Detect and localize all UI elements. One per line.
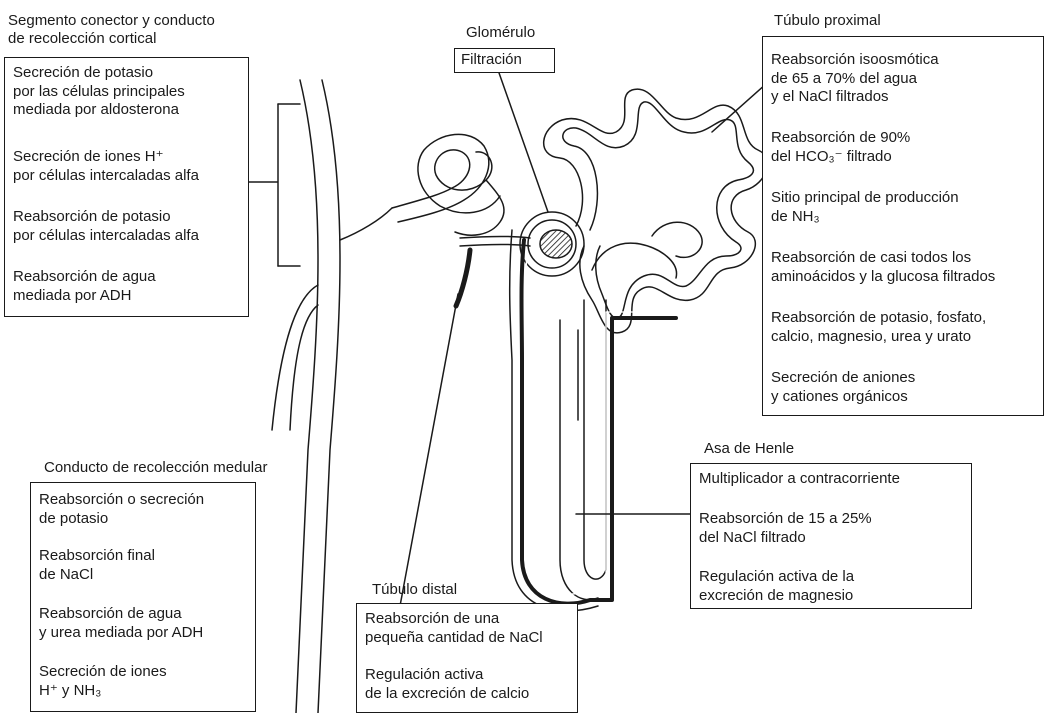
glomerulo-title: Glomérulo [466,24,535,42]
segmento-cortical-title: Segmento conector y conducto de recolecc… [8,12,215,48]
conducto-medular-item: Reabsorción final de NaCl [39,547,155,584]
afferent-arteriole [460,237,530,239]
segmento-cortical-item: Reabsorción de agua mediada por ADH [13,268,156,305]
tubulo-proximal-item: Reabsorción de potasio, fosfato, calcio,… [771,309,986,346]
leader-segmento-cortical-tick [278,104,300,266]
tubulo-distal-item: Regulación activa de la excreción de cal… [365,666,529,703]
filtracion-box: Filtración [454,48,555,73]
tubulo-distal-title: Túbulo distal [372,581,457,599]
segmento-cortical-item: Secreción de potasio por las células pri… [13,64,185,120]
asa-henle-item: Multiplicador a contracorriente [699,470,900,489]
tubulo-distal-item: Reabsorción de una pequeña cantidad de N… [365,610,543,647]
distal-convoluted-tubule [392,150,504,235]
segmento-cortical-box: Secreción de potasio por las células pri… [4,57,249,317]
asa-henle-item: Regulación activa de la excreción de mag… [699,568,854,605]
henle-descending-limb [560,320,598,600]
asa-henle-item: Reabsorción de 15 a 25% del NaCl filtrad… [699,510,872,547]
henle-thick-ascending-inner [526,256,676,594]
vasa-recta [456,250,470,306]
henle-ascending-limb [584,300,606,579]
conducto-medular-title: Conducto de recolección medular [44,459,267,477]
tubulo-distal-box: Reabsorción de una pequeña cantidad de N… [356,603,578,713]
leader-segmento-cortical [248,104,278,266]
proximal-convoluted-tubule [544,89,768,333]
glomerular-tuft [540,230,572,258]
leader-glomerulo [498,70,548,212]
henle-thick-ascending [522,240,677,604]
segmento-cortical-item: Reabsorción de potasio por células inter… [13,208,199,245]
leader-tubulo-proximal [712,84,766,132]
asa-henle-box: Multiplicador a contracorriente Reabsorc… [690,463,972,609]
segmento-cortical-item: Secreción de iones H⁺ por células interc… [13,148,199,185]
conducto-medular-box: Reabsorción o secreción de potasio Reabs… [30,482,256,712]
conducto-medular-item: Reabsorción o secreción de potasio [39,491,204,528]
filtracion-label: Filtración [461,51,522,70]
conducto-medular-item: Secreción de iones H⁺ y NH₃ [39,663,167,700]
proximal-inner-loop [592,243,677,278]
collecting-duct [296,80,318,713]
tubulo-proximal-title: Túbulo proximal [774,12,881,30]
proximal-small-loop [652,222,702,257]
asa-henle-title: Asa de Henle [704,440,794,458]
tubulo-proximal-item: Reabsorción isoosmótica de 65 a 70% del … [771,51,939,107]
distal-convoluted-tubule-wall [398,134,500,222]
duct-branch-upper [340,208,392,240]
tubulo-proximal-item: Secreción de aniones y cationes orgánico… [771,369,915,406]
leader-tubulo-distal [400,294,458,606]
tubulo-proximal-box: Reabsorción isoosmótica de 65 a 70% del … [762,36,1044,416]
collecting-duct-wall [318,80,340,713]
proximal-convoluted-tubule-wall [563,102,754,318]
tubulo-proximal-item: Reabsorción de 90% del HCO₃⁻ filtrado [771,129,910,166]
tubulo-proximal-item: Reabsorción de casi todos los aminoácido… [771,249,995,286]
conducto-medular-item: Reabsorción de agua y urea mediada por A… [39,605,203,642]
tubulo-proximal-item: Sitio principal de producción de NH₃ [771,189,959,226]
